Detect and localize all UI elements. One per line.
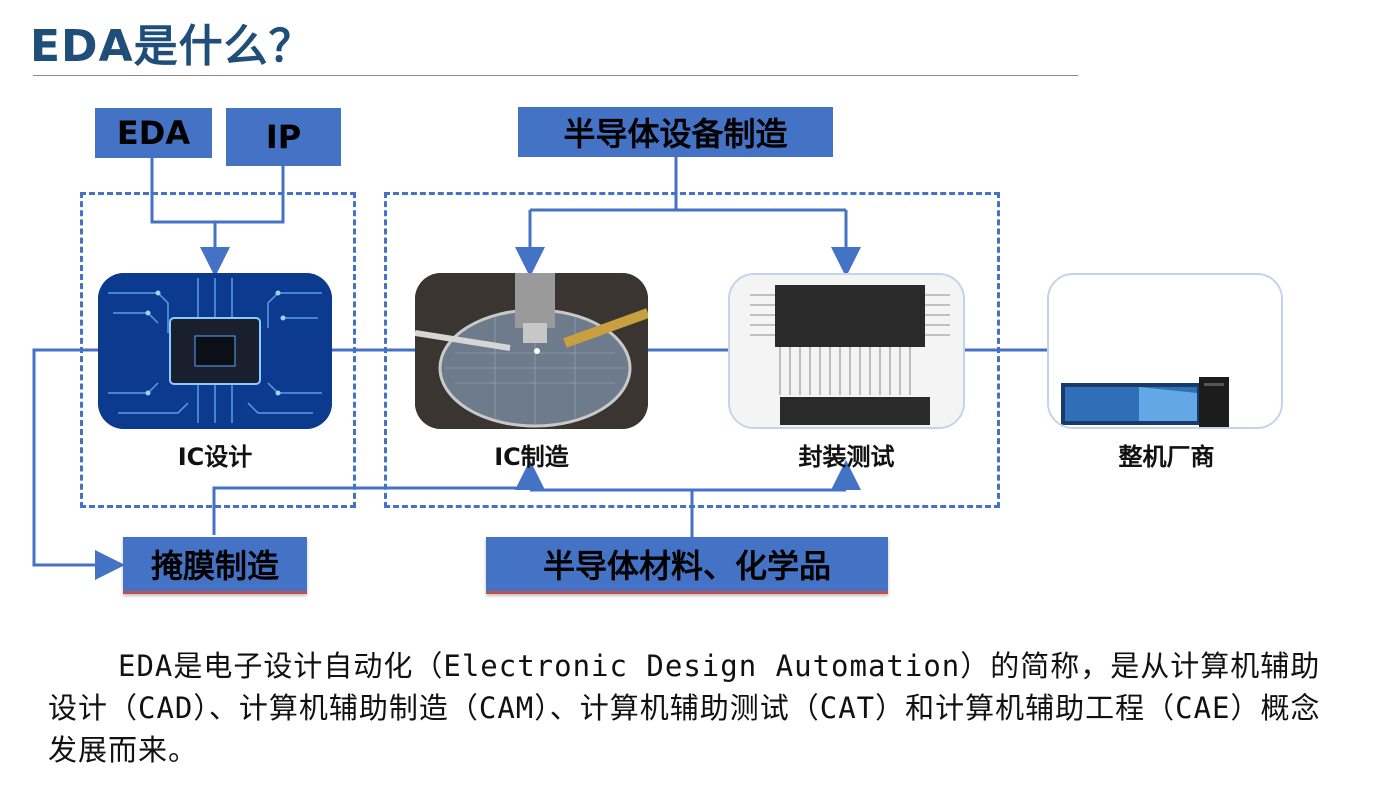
circuit-chip-icon xyxy=(98,273,332,429)
title-divider xyxy=(33,75,1078,76)
description-text: EDA是电子设计自动化（Electronic Design Automation… xyxy=(48,649,1321,767)
computer-icon xyxy=(1049,275,1281,427)
oem-label: 整机厂商 xyxy=(1118,443,1215,471)
packaging-image xyxy=(728,273,965,429)
description-paragraph: EDA是电子设计自动化（Electronic Design Automation… xyxy=(48,645,1338,771)
wafer-probe-icon xyxy=(415,273,648,429)
materials-box: 半导体材料、化学品 xyxy=(486,537,888,594)
ic-fab-image xyxy=(415,273,648,429)
oem-image xyxy=(1047,273,1283,429)
page-title: EDA是什么？ xyxy=(30,21,314,72)
qfp-chip-icon xyxy=(730,275,963,427)
ip-box: IP xyxy=(226,108,341,166)
packaging-label: 封装测试 xyxy=(798,443,895,471)
ic-design-label: IC设计 xyxy=(177,443,253,471)
ic-fab-label: IC制造 xyxy=(494,443,569,471)
mask-box: 掩膜制造 xyxy=(123,537,307,594)
equipment-box: 半导体设备制造 xyxy=(518,107,833,157)
ic-design-image xyxy=(98,273,332,429)
eda-box: EDA xyxy=(95,108,212,158)
